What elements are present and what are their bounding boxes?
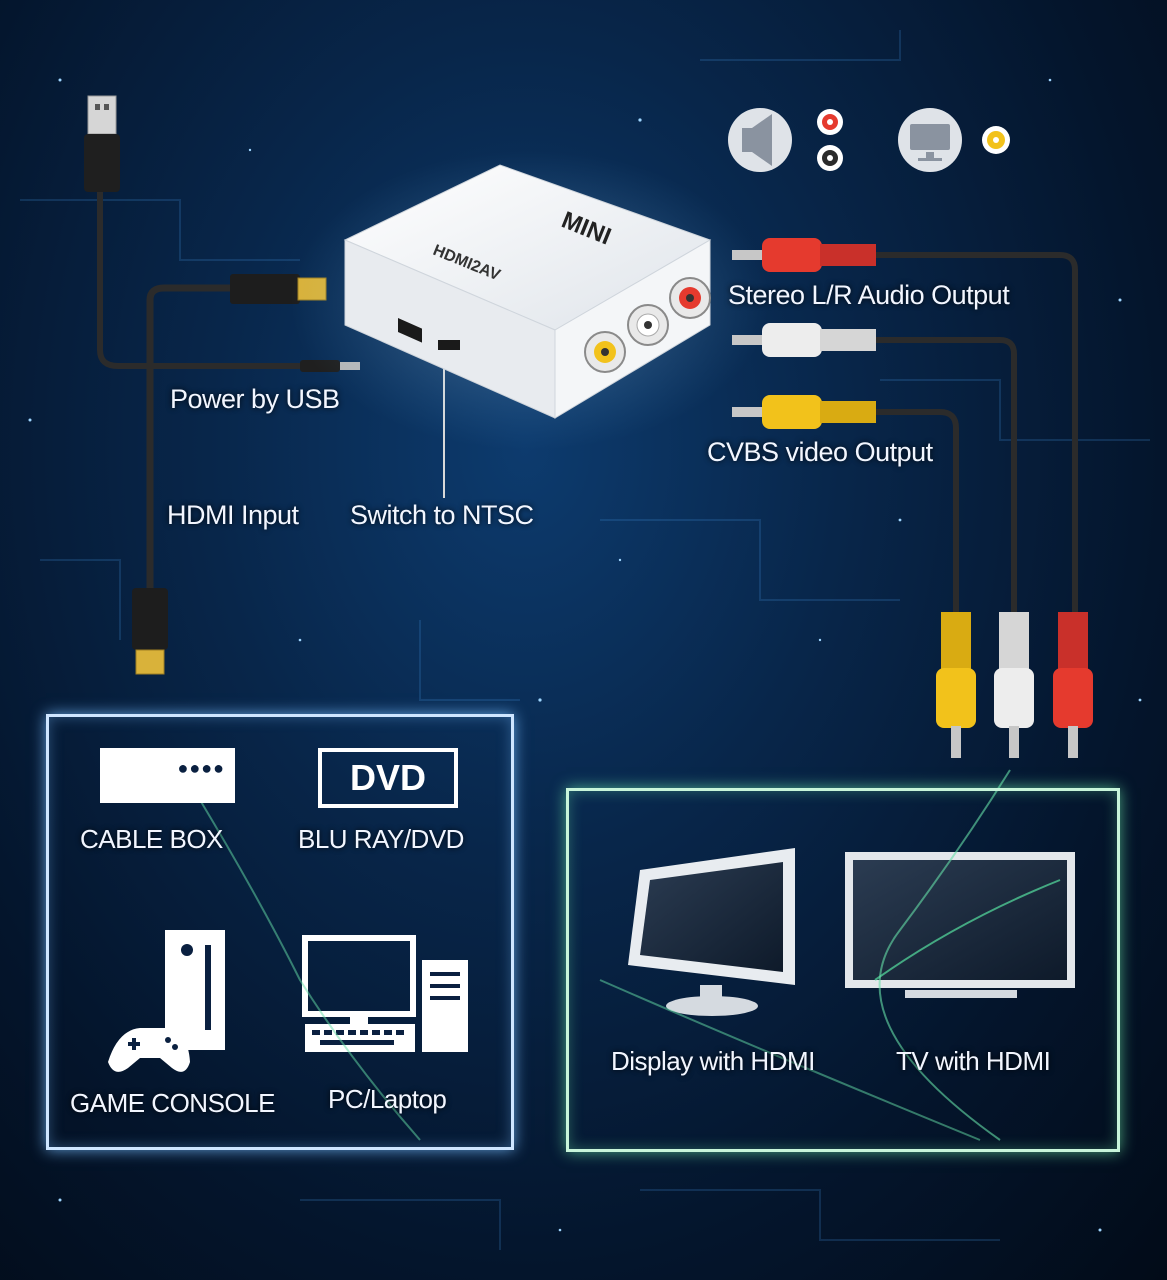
- monitor-icon: [898, 108, 962, 172]
- stereo-output-label: Stereo L/R Audio Output: [728, 280, 1010, 310]
- pc-icon: [302, 935, 468, 1052]
- speaker-icon: [728, 108, 792, 172]
- audio-rca-icon: [817, 109, 843, 171]
- switch-ntsc-label: Switch to NTSC: [350, 500, 534, 530]
- display-monitor-icon: [628, 848, 795, 1016]
- blu-ray-label: BLU RAY/DVD: [298, 824, 464, 854]
- game-console-icon: [108, 930, 225, 1072]
- source-devices-panel: [46, 714, 514, 1150]
- cable-box-icon: ●●●●: [100, 748, 235, 803]
- hdmi-input-label: HDMI Input: [167, 500, 299, 530]
- converter-device: [290, 150, 770, 450]
- tv-hdmi-label: TV with HDMI: [896, 1046, 1051, 1076]
- cvbs-output-label: CVBS video Output: [707, 437, 933, 467]
- video-rca-icon: [982, 126, 1010, 154]
- display-hdmi-label: Display with HDMI: [611, 1046, 815, 1076]
- tv-icon: [845, 852, 1075, 998]
- power-by-usb-label: Power by USB: [170, 384, 340, 414]
- dvd-logo: DVD: [318, 748, 458, 808]
- rca-cables: [875, 252, 1078, 612]
- display-devices-panel: [566, 788, 1120, 1152]
- cable-box-label: CABLE BOX: [80, 824, 223, 854]
- game-console-label: GAME CONSOLE: [70, 1088, 275, 1118]
- pc-laptop-label: PC/Laptop: [328, 1084, 447, 1114]
